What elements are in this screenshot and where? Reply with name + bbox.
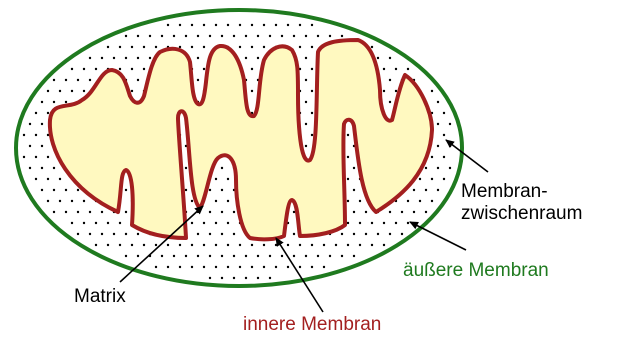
inner-membrane-label: innere Membran: [243, 314, 381, 336]
outer-membrane-leader-line: [410, 222, 466, 250]
intermembrane-space-label-line2: zwischenraum: [461, 203, 582, 225]
intermembrane-space-label: Membran- zwischenraum: [461, 181, 582, 225]
outer-membrane-label: äußere Membran: [403, 260, 549, 282]
intermembrane-space-label-line1: Membran-: [461, 181, 582, 203]
matrix-label: Matrix: [74, 286, 126, 308]
